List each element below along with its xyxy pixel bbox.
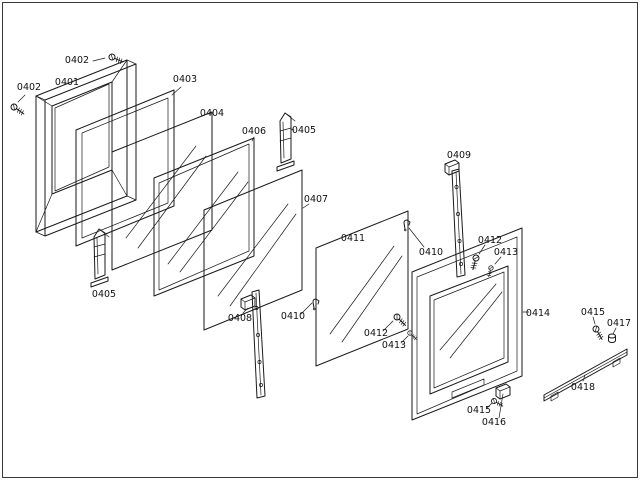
part-label-0405-top: 0405 (292, 125, 316, 136)
glass-panel-0411 (315, 210, 409, 367)
part-label-0412-lower: 0412 (364, 328, 388, 339)
part-label-0417: 0417 (607, 318, 631, 329)
part-label-0418: 0418 (571, 382, 595, 393)
part-label-0410-left: 0410 (281, 311, 305, 322)
part-label-0410-right: 0410 (419, 247, 443, 258)
glass-panel-0407 (203, 169, 303, 331)
part-label-0406: 0406 (242, 126, 266, 137)
hinge-top-0405 (276, 112, 296, 172)
screw-handle-0415 (591, 324, 606, 342)
part-label-0408: 0408 (228, 313, 252, 324)
part-label-0411: 0411 (341, 233, 365, 244)
door-badge-plate (451, 378, 485, 399)
part-label-0402-left: 0402 (17, 82, 41, 93)
part-label-0416: 0416 (482, 417, 506, 428)
screw-lower-0412 (392, 312, 409, 329)
part-label-0409: 0409 (447, 150, 471, 161)
part-label-0403: 0403 (173, 74, 197, 85)
part-label-0404: 0404 (200, 108, 224, 119)
part-label-0401: 0401 (55, 77, 79, 88)
screw-upper-0413 (486, 264, 495, 278)
part-label-0415-bottom: 0415 (467, 405, 491, 416)
part-label-0414: 0414 (526, 308, 550, 319)
clip-right-0410 (403, 219, 411, 232)
part-label-0413-upper: 0413 (494, 247, 518, 258)
latch-bracket-0416 (495, 383, 511, 400)
part-labels: 0402 0402 0401 0403 0404 0406 0405 0405 … (17, 55, 631, 428)
part-label-0405-bottom: 0405 (92, 289, 116, 300)
rail-0409 (451, 168, 466, 278)
screw-top-0402 (107, 52, 125, 66)
part-label-0412-upper: 0412 (478, 235, 502, 246)
glass-panel-0404 (111, 111, 213, 271)
outer-door-panel-0414 (411, 227, 523, 421)
leader-lines (17, 57, 617, 419)
hinge-bottom-0405 (90, 228, 110, 288)
part-label-0402-top: 0402 (65, 55, 89, 66)
screw-left-0402 (9, 102, 27, 117)
part-label-0415-top: 0415 (581, 307, 605, 318)
door-handle-0418 (543, 348, 628, 402)
gasket-0403 (75, 89, 175, 247)
part-label-0413-lower: 0413 (382, 340, 406, 351)
part-label-0407: 0407 (304, 194, 328, 205)
screw-upper-0412 (469, 253, 481, 271)
spacer-0417 (608, 333, 616, 343)
